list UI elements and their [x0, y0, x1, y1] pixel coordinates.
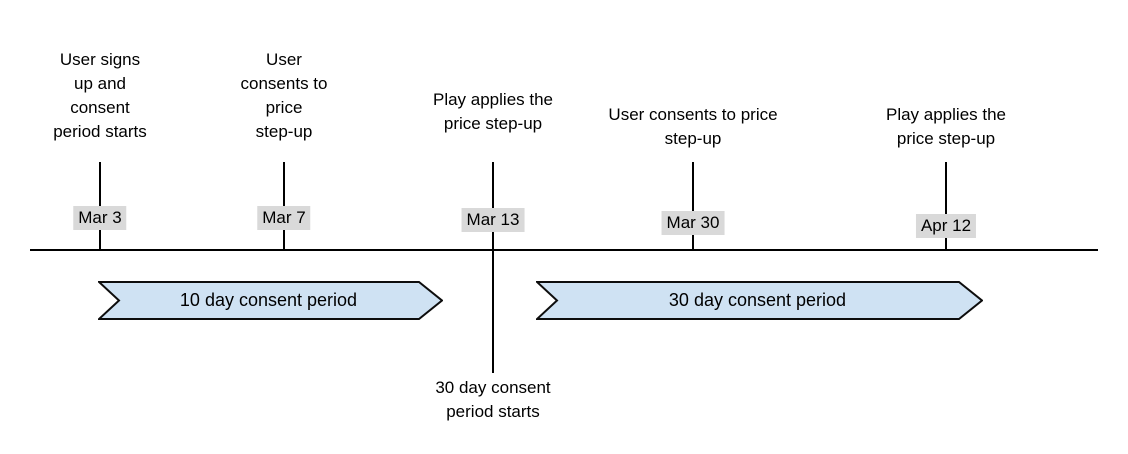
chevron-arrow-shape	[98, 281, 443, 320]
event-description: Play applies the price step-up	[432, 90, 554, 133]
date-badge: Mar 30	[661, 211, 725, 235]
date-badge: Mar 13	[461, 208, 525, 232]
event-marker-line	[945, 162, 947, 250]
period-label: 30 day consent period	[668, 290, 847, 310]
event-description: Play applies the price step-up	[885, 105, 1007, 148]
period-label: 10 day consent period	[179, 290, 358, 310]
timeline-axis	[30, 249, 1098, 251]
event-description: User consents to price step-up	[608, 105, 778, 148]
event-description: User signs up and consent period starts	[53, 50, 147, 141]
below-axis-note: 30 day consent period starts	[435, 378, 551, 421]
date-badge: Mar 7	[257, 206, 311, 230]
event-marker-line	[692, 162, 694, 250]
event-description: User consents to price step-up	[240, 50, 328, 141]
chevron-arrow-shape	[536, 281, 983, 320]
period-arrow-10-day: 10 day consent period	[98, 281, 443, 320]
date-badge: Mar 3	[73, 206, 127, 230]
period-arrow-30-day: 30 day consent period	[536, 281, 983, 320]
event-marker-line	[492, 162, 494, 373]
date-badge: Apr 12	[915, 214, 977, 238]
